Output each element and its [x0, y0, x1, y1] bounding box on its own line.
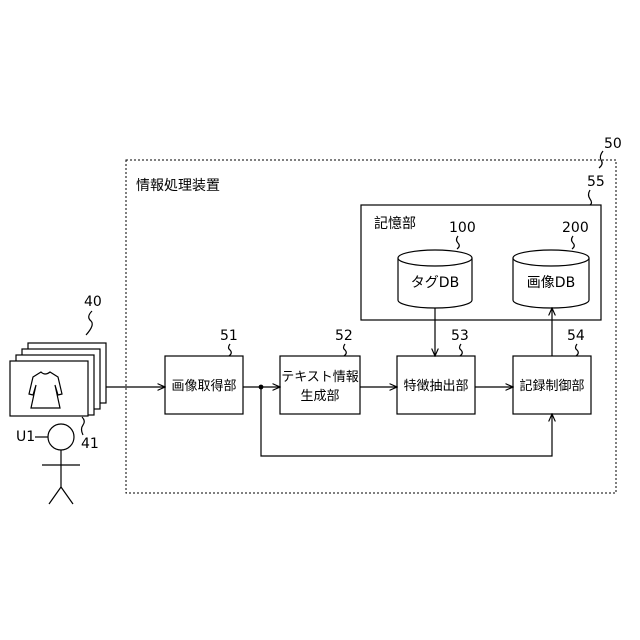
text-gen-label-2: 生成部 — [300, 389, 339, 404]
apparatus-label: 情報処理装置 — [136, 178, 220, 194]
ref-images: 40 — [84, 294, 102, 310]
text-gen-box — [280, 356, 360, 414]
image-db-label: 画像DB — [527, 275, 575, 291]
leader-acquisition — [229, 344, 232, 356]
feature-label: 特徴抽出部 — [403, 379, 468, 394]
leader-text-gen — [344, 344, 347, 356]
leader-record — [576, 344, 579, 356]
ref-text-gen: 52 — [335, 328, 353, 344]
record-label: 記録制御部 — [519, 378, 584, 394]
text-gen-label-1: テキスト情報 — [281, 370, 359, 385]
stick-figure-icon — [42, 424, 80, 504]
acquisition-label: 画像取得部 — [171, 378, 236, 394]
ref-feature: 53 — [451, 328, 469, 344]
ref-acquisition: 51 — [220, 328, 238, 344]
ref-tag-db: 100 — [449, 220, 476, 236]
ref-record: 54 — [567, 328, 585, 344]
leader-storage — [589, 190, 592, 205]
ref-image-db: 200 — [562, 220, 589, 236]
leader-images — [86, 311, 92, 335]
ref-apparatus: 50 — [604, 136, 622, 152]
tag-db-label: タグDB — [411, 275, 459, 291]
storage-label: 記憶部 — [374, 215, 416, 232]
leader-feature — [460, 344, 463, 356]
ref-storage: 55 — [587, 174, 605, 190]
leader-image-front — [82, 417, 85, 435]
user-label: U1 — [16, 429, 35, 445]
ref-image-front: 41 — [81, 436, 99, 452]
